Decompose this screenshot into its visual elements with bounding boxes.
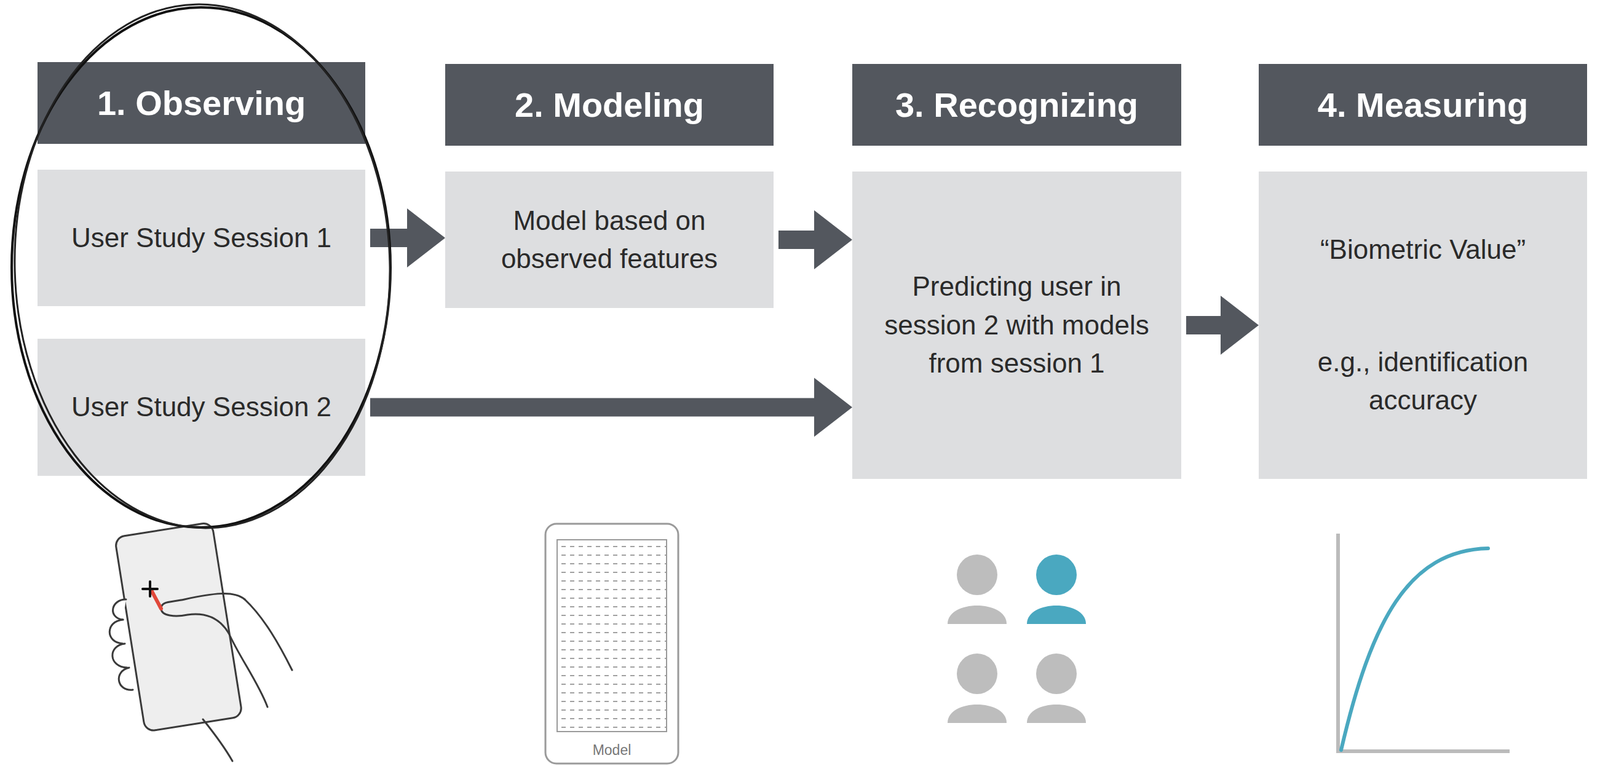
step-title: 3. Recognizing: [895, 84, 1139, 125]
step-box: User Study Session 1: [37, 169, 366, 307]
step-title: 1. Observing: [97, 83, 306, 123]
flow-arrow: [370, 208, 446, 268]
flow-arrow: [778, 210, 853, 270]
flow-arrow: [1186, 295, 1259, 355]
step-text: Model based on observed features: [461, 201, 758, 279]
step-header: 1. Observing: [37, 62, 366, 144]
step-text: User Study Session 2: [71, 388, 332, 427]
step-box: User Study Session 2: [37, 338, 366, 476]
icon-label: Model: [545, 742, 679, 759]
step-header: 3. Recognizing: [852, 63, 1182, 146]
accuracy-chart-icon: [1338, 533, 1510, 752]
flow-arrow: [370, 378, 853, 438]
step-title: 4. Measuring: [1317, 84, 1529, 125]
hand-phone-icon: [109, 522, 293, 762]
step-header: 4. Measuring: [1258, 63, 1588, 146]
step-text: User Study Session 1: [71, 218, 332, 258]
step-text: e.g., identification accuracy: [1274, 343, 1572, 420]
step-box: “Biometric Value” e.g., identification ac…: [1258, 171, 1588, 480]
step-text: “Biometric Value”: [1320, 230, 1526, 269]
step-text: Predicting user in session 2 with models…: [868, 267, 1166, 383]
model-phone-icon: [545, 523, 679, 764]
step-header: 2. Modeling: [445, 63, 774, 146]
users-icon: [947, 554, 1086, 724]
step-title: 2. Modeling: [514, 84, 705, 125]
step-box: Predicting user in session 2 with models…: [852, 171, 1182, 480]
step-box: Model based on observed features: [445, 171, 774, 309]
